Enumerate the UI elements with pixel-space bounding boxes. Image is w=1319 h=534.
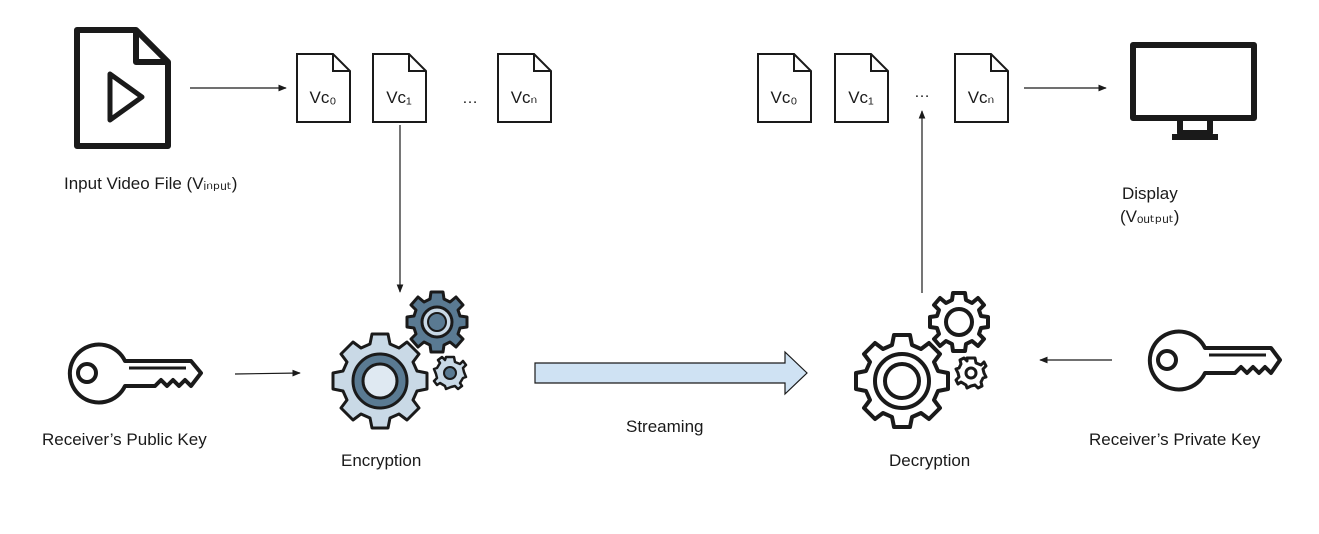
chunk-label: Vc₁ (848, 88, 874, 107)
chunk-file-left-0: Vc₀ (296, 53, 351, 123)
encryption-gears-icon (331, 290, 469, 430)
public-key-label: Receiver’s Public Key (42, 430, 207, 449)
input-video-label: Input Video File (Vᵢₙₚᵤₜ) (64, 174, 238, 193)
video-file-icon (74, 27, 171, 149)
public-key-icon (67, 342, 203, 405)
monitor-icon (1130, 42, 1257, 140)
decryption-gears-icon (854, 291, 990, 429)
chunk-label: Vc₁ (386, 88, 412, 107)
streaming-label: Streaming (626, 417, 704, 436)
encryption-label: Encryption (341, 451, 422, 470)
ellipsis-left: … (462, 90, 478, 107)
chunk-file-right-1: Vc₁ (834, 53, 889, 123)
chunk-file-right-n: Vcₙ (954, 53, 1009, 123)
chunk-file-left-1: Vc₁ (372, 53, 427, 123)
chunk-label: Vc₀ (771, 88, 798, 107)
private-key-label: Receiver’s Private Key (1089, 430, 1261, 449)
private-key-icon (1147, 329, 1282, 392)
arrow-public-key-to-encryption (234, 369, 301, 377)
chunk-label: Vcₙ (968, 88, 995, 107)
decryption-label: Decryption (889, 451, 971, 470)
chunk-file-left-n: Vcₙ (497, 53, 552, 123)
display-label: Display (1122, 184, 1178, 203)
ellipsis-right: … (914, 84, 930, 101)
chunk-label: Vc₀ (310, 88, 337, 107)
display-output-label: (Vₒᵤₜₚᵤₜ) (1120, 207, 1180, 226)
chunk-label: Vcₙ (511, 88, 538, 107)
streaming-arrow (534, 350, 808, 396)
chunk-file-right-0: Vc₀ (757, 53, 812, 123)
